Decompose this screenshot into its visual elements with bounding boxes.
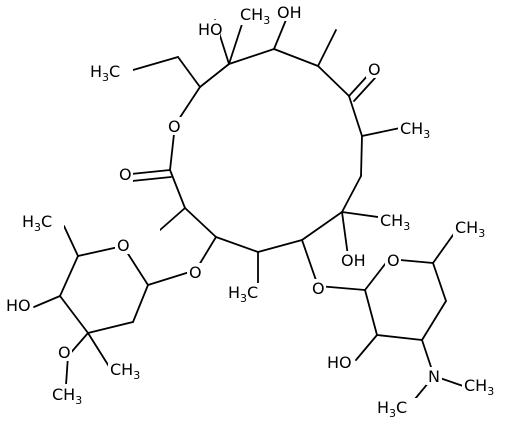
atom-label-methyl: H3C — [22, 212, 52, 234]
label-ch: CH — [240, 5, 263, 24]
bond — [87, 321, 134, 334]
atom-label-methyl: CH3 — [110, 360, 140, 382]
bond — [215, 236, 259, 253]
bond — [376, 334, 423, 341]
bond — [317, 29, 337, 67]
atom-label-ho: HO — [6, 296, 31, 315]
label-h: H — [22, 212, 34, 231]
label-subscript-3: 3 — [487, 385, 494, 398]
bond — [132, 284, 149, 323]
atom-label-oh: OH — [277, 3, 302, 22]
bond — [59, 255, 79, 297]
label-ch: CH — [400, 119, 423, 138]
bond — [301, 211, 343, 241]
bond — [348, 95, 363, 137]
label-subscript-3: 3 — [403, 220, 410, 233]
atom-label-cladinose-ring-oxygen: O — [117, 236, 130, 255]
label-ch: CH — [380, 211, 403, 230]
atom-labels: HO CH3 OH H3C O O CH3 O CH3 OH H3C O O H… — [5, 3, 506, 420]
label-subscript-3: 3 — [75, 394, 82, 407]
bond — [341, 211, 349, 257]
bond — [360, 135, 363, 177]
atom-label-methyl: CH3 — [380, 211, 410, 233]
label-subscript-3: 3 — [478, 227, 485, 240]
label-h: H — [90, 62, 102, 81]
label-subscript-3: 3 — [389, 407, 396, 420]
atom-label-ho: HO — [327, 353, 352, 372]
atom-label-glycosidic-oxygen: O — [312, 279, 325, 298]
bond — [131, 176, 172, 182]
bond — [199, 63, 230, 88]
bond — [257, 239, 303, 253]
atom-label-methyl: CH3 — [240, 5, 270, 27]
bond — [169, 169, 186, 209]
atom-label-methyl: CH3 — [52, 385, 82, 407]
bond-lines — [33, 14, 467, 406]
label-h: H — [228, 283, 240, 302]
atom-label-methyl: H3C — [90, 62, 120, 84]
bond — [33, 295, 61, 308]
atom-label-desosamine-ring-oxygen: O — [387, 251, 400, 270]
atom-label-glycosidic-oxygen: O — [189, 263, 202, 282]
label-ch: CH — [464, 376, 487, 395]
atom-label-nitrogen: N — [428, 367, 440, 386]
label-subscript-3: 3 — [240, 292, 247, 305]
atom-label-methyl: CH3 — [455, 218, 485, 240]
label-subscript-3: 3 — [423, 128, 430, 141]
bond — [301, 239, 319, 287]
atom-label-methyl: CH3 — [400, 119, 430, 141]
label-ch: CH — [110, 360, 133, 379]
bond — [341, 175, 362, 213]
atom-label-ring-oxygen: O — [168, 117, 181, 136]
atom-label-ho: HO — [198, 20, 223, 39]
label-subscript-3: 3 — [102, 71, 109, 84]
bond — [432, 262, 447, 302]
bond — [132, 56, 179, 71]
bond — [130, 169, 171, 175]
bond — [177, 56, 201, 88]
atom-label-methoxy-oxygen: O — [58, 343, 71, 362]
label-subscript-3: 3 — [34, 221, 41, 234]
atom-label-oh: OH — [341, 251, 366, 270]
bond — [159, 207, 186, 231]
atom-label-methyl: H3C — [377, 398, 407, 420]
bond — [273, 48, 319, 67]
label-h: H — [377, 398, 389, 417]
bond — [355, 334, 378, 361]
bond — [341, 211, 386, 219]
label-subscript-3: 3 — [263, 14, 270, 27]
bond — [59, 295, 89, 334]
atom-label-methyl: CH3 — [464, 376, 494, 398]
bond — [364, 289, 378, 336]
bond — [184, 207, 217, 238]
bond — [87, 332, 111, 369]
bond — [421, 300, 447, 341]
atom-label-ketone-oxygen: O — [368, 60, 381, 79]
label-ch: CH — [52, 385, 75, 404]
atom-label-lactone-oxygen: O — [119, 165, 132, 184]
bond — [361, 127, 401, 137]
label-subscript-3: 3 — [133, 369, 140, 382]
atom-label-methyl: H3C — [228, 283, 258, 305]
bond — [63, 225, 79, 257]
label-ch: CH — [455, 218, 478, 237]
bond — [228, 48, 275, 65]
bond — [353, 77, 376, 102]
bond — [317, 65, 350, 97]
